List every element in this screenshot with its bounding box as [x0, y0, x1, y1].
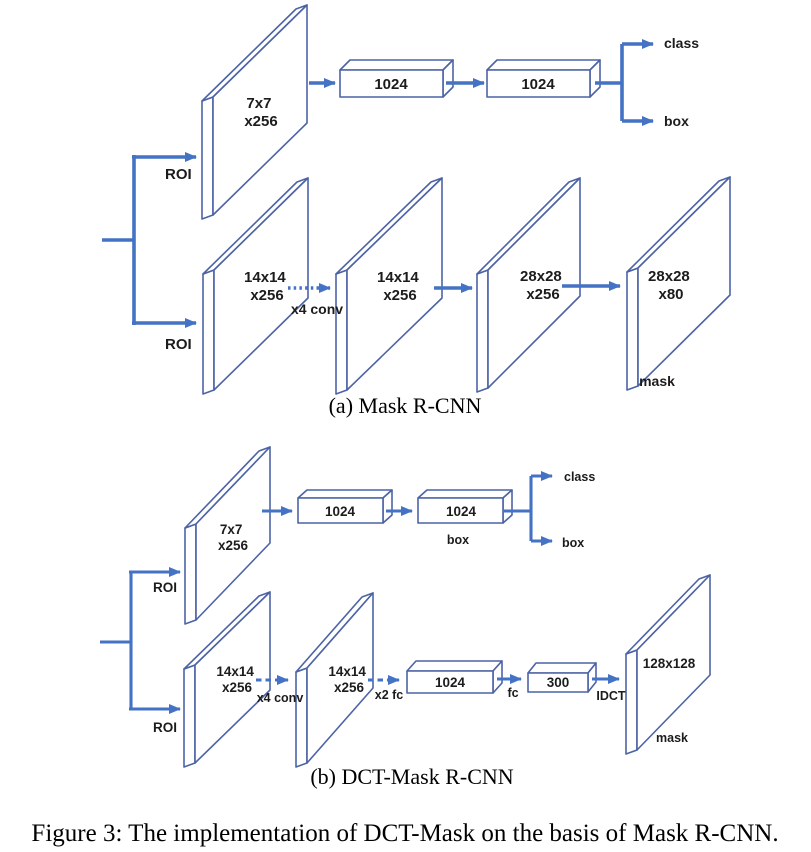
plane-14x14-1-label-b: 14x14 x256: [216, 664, 257, 695]
plane-28x28-1-label-a: 28x28 x256: [520, 268, 566, 303]
x4conv-label-a: x4 conv: [291, 301, 343, 317]
plane-front: [194, 591, 271, 764]
plane-side: [295, 667, 308, 768]
plane-7x7-label-a: 7x7 x256: [244, 95, 277, 130]
diagram-b: ROI ROI 7x7 x256 1024 1024 box class box…: [100, 446, 711, 789]
plane-front: [487, 177, 581, 389]
fc-box-1024-1-a: [339, 59, 454, 98]
fc3-label-b: 1024: [435, 675, 466, 690]
fork-stem-a: [595, 44, 624, 121]
figure-caption: Figure 3: The implementation of DCT-Mask…: [31, 820, 778, 847]
plane-side: [625, 649, 638, 755]
plane-7x7-b: [184, 446, 271, 625]
plane-14x14-1-a: [202, 177, 309, 395]
box-front: [486, 69, 591, 98]
fc-box-1024-2-a: [486, 59, 601, 98]
roi-label-top-a: ROI: [165, 166, 192, 183]
x2fc-label-b: x2 fc: [375, 688, 404, 702]
plane-14x14-1-label-a: 14x14 x256: [244, 269, 290, 304]
box-top: [417, 489, 513, 499]
class-output-label-a: class: [664, 35, 699, 51]
plane-14x14-2-label-b: 14x14 x256: [328, 664, 369, 695]
fc2-label-b: 1024: [446, 504, 477, 519]
plane-side: [202, 269, 215, 395]
plane-front: [195, 446, 271, 621]
fc-box-1024-3-b: [406, 660, 503, 694]
plane-14x14-2-a: [335, 177, 443, 395]
plane-side: [184, 523, 197, 625]
box-front: [406, 670, 494, 694]
box-output-label-b: box: [562, 536, 584, 550]
caption-a: (a) Mask R-CNN: [329, 393, 482, 418]
caption-b: (b) DCT-Mask R-CNN: [310, 764, 513, 789]
roi-label-bottom-b: ROI: [153, 720, 177, 735]
roi-label-bottom-a: ROI: [165, 336, 192, 353]
fc2-label-a: 1024: [521, 76, 555, 93]
fc-box-1024-2-b: [417, 489, 513, 524]
plane-side: [183, 664, 196, 768]
plane-side: [626, 267, 639, 391]
plane-128x128-b: [625, 574, 711, 755]
plane-28x28-2-label-a: 28x28 x80: [648, 268, 694, 303]
plane-front: [636, 574, 711, 751]
fc-edge-label-b: fc: [507, 686, 518, 700]
plane-front: [346, 177, 443, 391]
box-top: [297, 489, 393, 499]
plane-7x7-a: [201, 4, 308, 220]
fork-stem-b: [503, 476, 533, 541]
plane-7x7-label-b: 7x7 x256: [218, 522, 249, 553]
plane-front: [306, 592, 374, 764]
box-front: [417, 497, 504, 524]
box-top: [339, 59, 454, 71]
box-top: [486, 59, 601, 71]
plane-side: [476, 269, 489, 393]
roi-label-top-b: ROI: [153, 580, 177, 595]
fc-box-1024-1-b: [297, 489, 393, 524]
plane-side: [201, 96, 214, 220]
box-front: [527, 672, 589, 693]
vector-box-300-b: [527, 662, 597, 693]
x4conv-label-b: x4 conv: [257, 691, 304, 705]
plane-14x14-2-b: [295, 592, 374, 768]
plane-28x28-2-a: [626, 176, 731, 391]
box-branch-label-b: box: [447, 533, 469, 547]
plane-front: [213, 177, 309, 391]
fc1-label-a: 1024: [374, 76, 408, 93]
plane-128x128-label-b: 128x128: [643, 656, 696, 671]
idct-label-b: IDCT: [596, 689, 626, 703]
plane-side: [335, 269, 348, 395]
plane-14x14-2-label-a: 14x14 x256: [377, 269, 423, 304]
class-output-label-b: class: [564, 470, 595, 484]
box-top: [527, 662, 597, 674]
box-front: [339, 69, 444, 98]
vec300-label-b: 300: [547, 675, 570, 690]
box-output-label-a: box: [664, 113, 689, 129]
box-front: [297, 497, 384, 524]
mask-label-a: mask: [639, 373, 675, 389]
plane-front: [637, 176, 731, 387]
box-top: [406, 660, 503, 672]
diagram-a: ROI ROI 7x7 x256 1024 1024 class box 14x…: [102, 4, 731, 418]
plane-14x14-1-b: [183, 591, 271, 768]
fc1-label-b: 1024: [325, 504, 356, 519]
plane-28x28-1-a: [476, 177, 581, 393]
plane-front: [212, 4, 308, 216]
mask-label-b: mask: [656, 731, 688, 745]
